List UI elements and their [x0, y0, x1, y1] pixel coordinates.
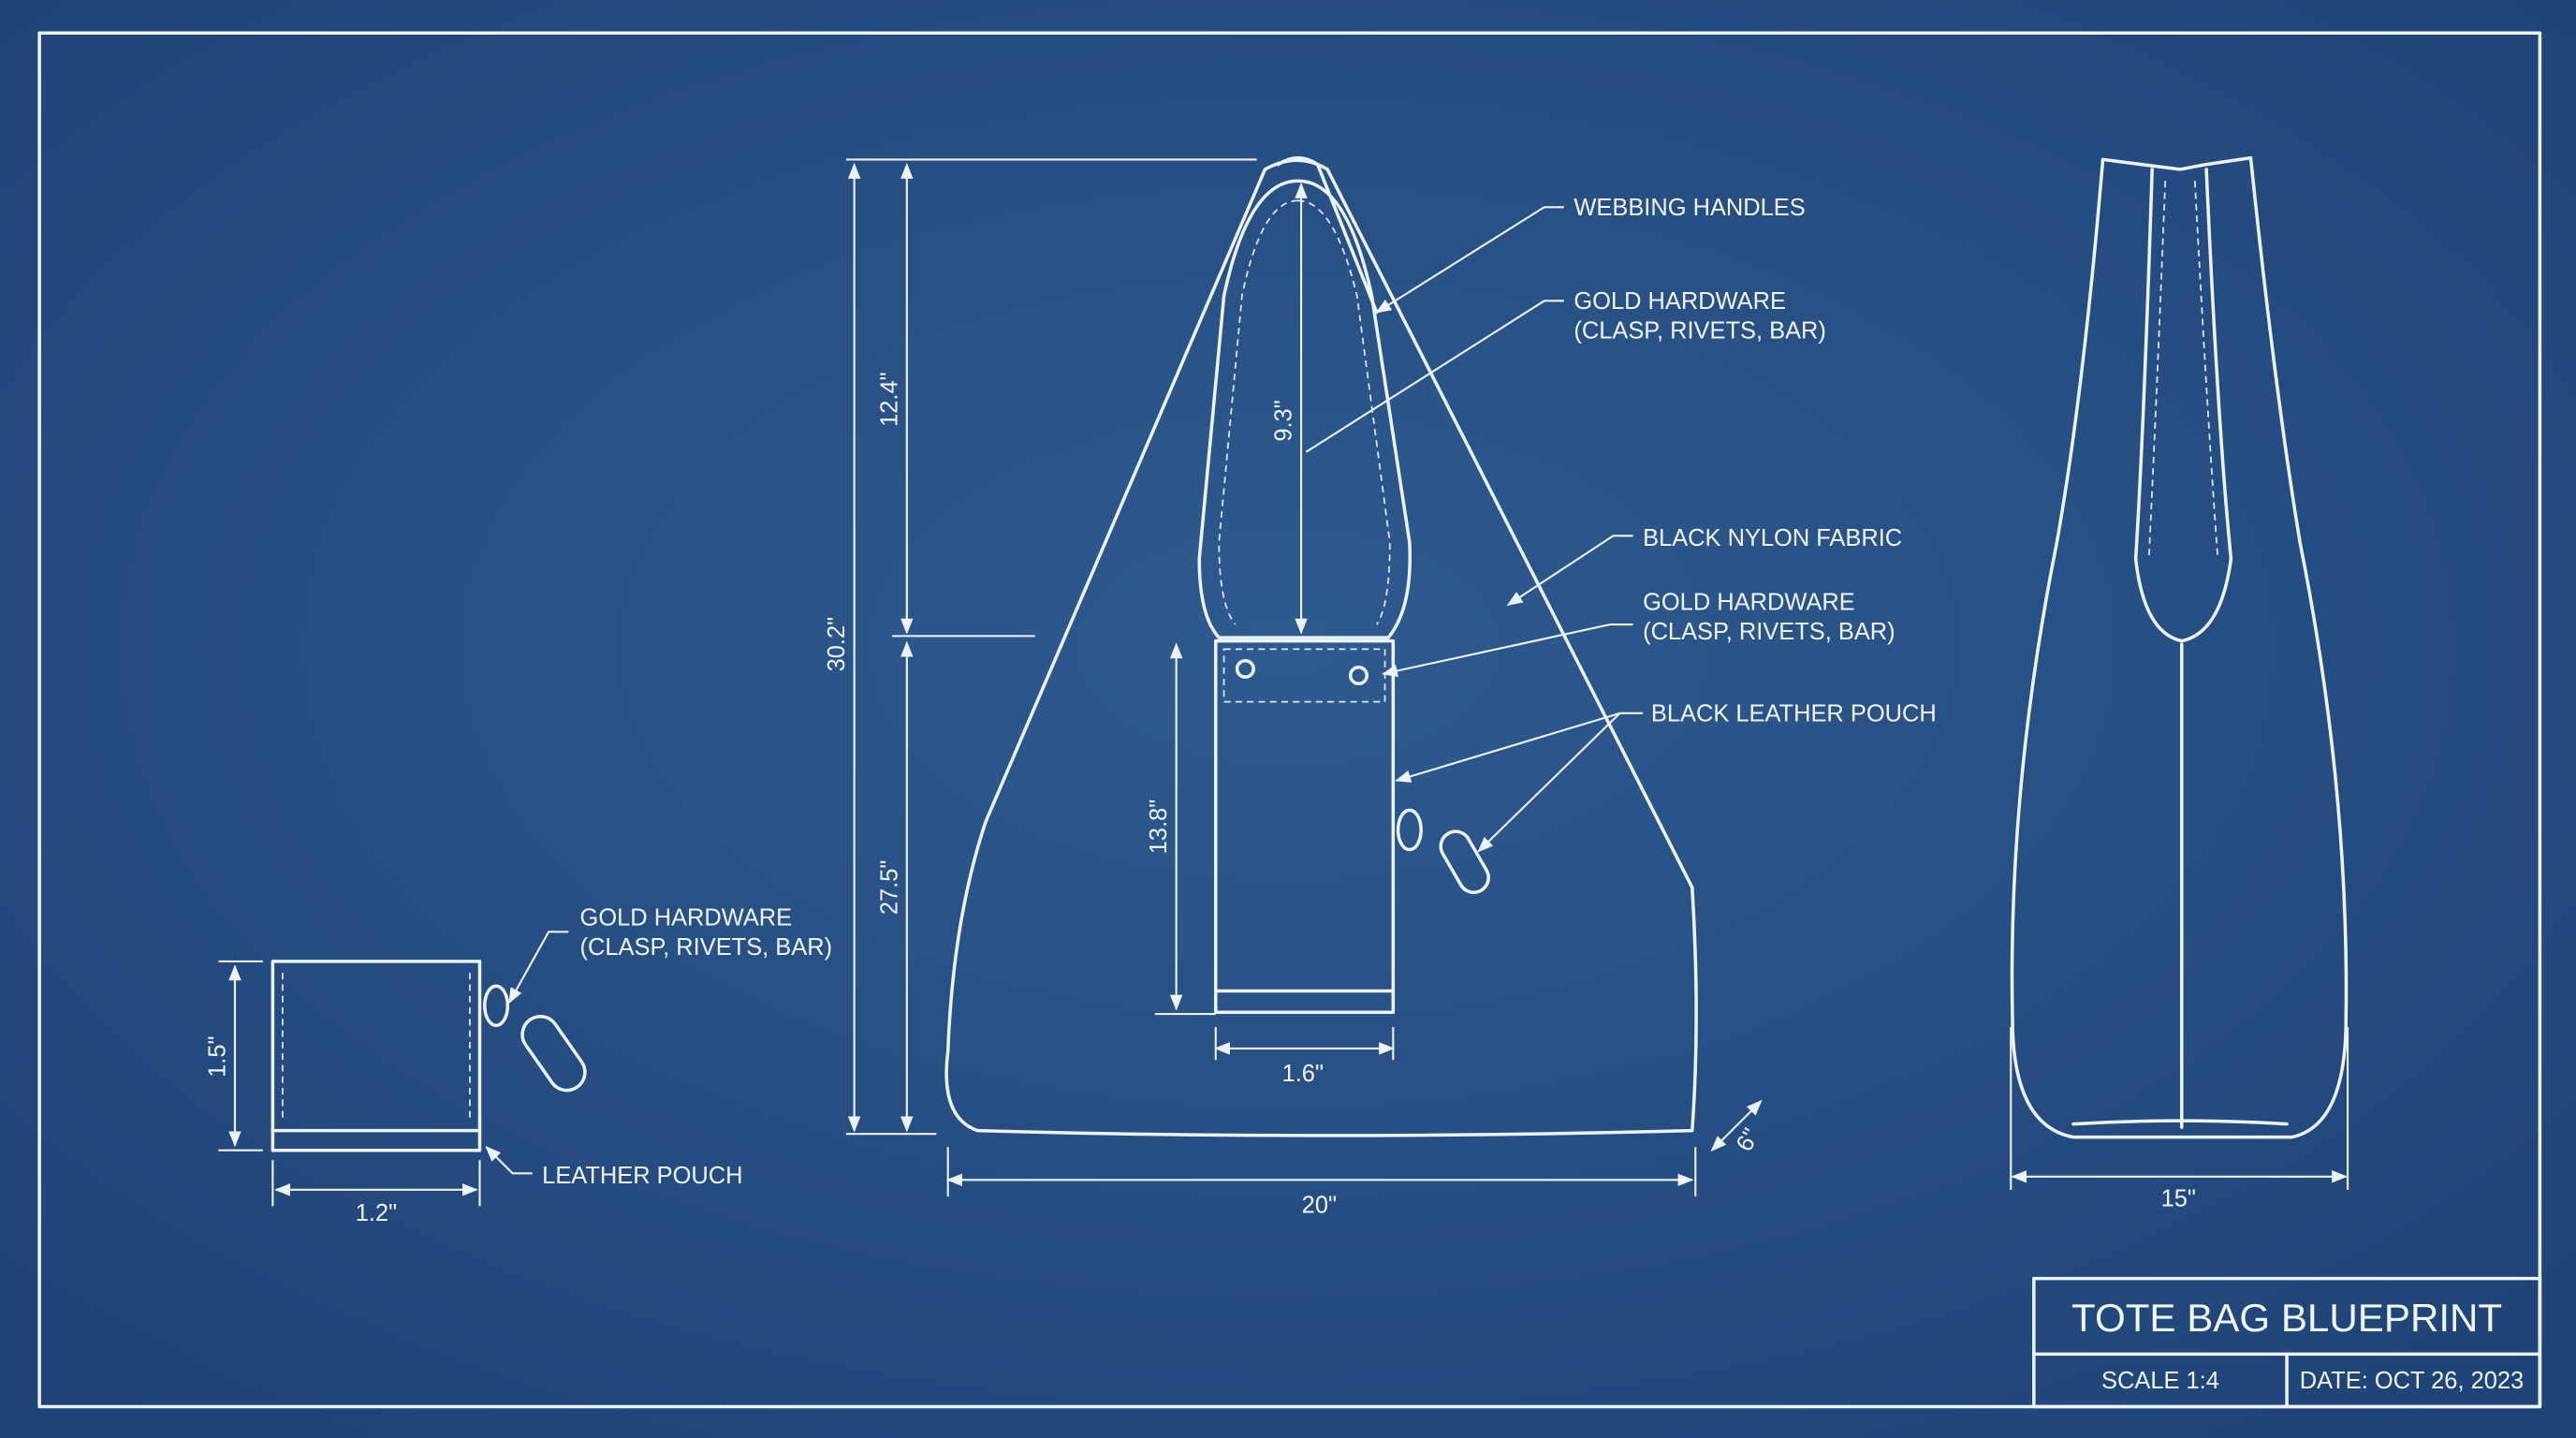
callout-black-leather-pouch: BLACK LEATHER POUCH: [1651, 701, 1937, 727]
title-block-scale: SCALE 1:4: [2101, 1368, 2219, 1394]
side-view: 15": [2010, 155, 2349, 1211]
callout-webbing-handles: WEBBING HANDLES: [1573, 195, 1805, 221]
title-block: TOTE BAG BLUEPRINT SCALE 1:4 DATE: OCT 2…: [2032, 1276, 2542, 1409]
small-pouch: [271, 960, 482, 1152]
clasp-oval-icon: [520, 1014, 587, 1093]
dim-total-height: 30.2": [824, 617, 850, 672]
dim-small-pouch-width: 1.2": [356, 1200, 397, 1226]
dim-pouch-width: 1.6": [1282, 1061, 1324, 1087]
side-inner-fold: [2133, 168, 2233, 643]
callout-gold-hardware-sub: (CLASP, RIVETS, BAR): [1573, 318, 1826, 345]
dim-small-pouch-height: 1.5": [204, 1035, 230, 1077]
dim-side-width: 15": [2161, 1185, 2196, 1211]
rivet-icon: [1235, 658, 1255, 679]
bag-body-outline: [944, 158, 1698, 1137]
dim-pouch-height: 13.8": [1146, 800, 1172, 855]
title-block-title: TOTE BAG BLUEPRINT: [2071, 1296, 2502, 1340]
dim-handle-drop: 9.3": [1271, 400, 1297, 441]
clasp-link-icon: [1396, 808, 1423, 852]
callouts: WEBBING HANDLES GOLD HARDWARE (CLASP, RI…: [1305, 195, 1937, 853]
callout-gold-hardware-sub: (CLASP, RIVETS, BAR): [580, 934, 833, 961]
front-dimensions: 12.4" 30.2" 27.5" 9.3" 13.8" 1.6" 20" 6": [824, 158, 1764, 1218]
dim-handle-height: 12.4": [876, 372, 902, 427]
dim-body-height: 27.5": [876, 860, 902, 916]
clasp-link-icon: [483, 984, 510, 1028]
callout-gold-hardware: GOLD HARDWARE: [1573, 288, 1786, 315]
dim-bag-width: 20": [1302, 1192, 1337, 1218]
side-outline: [2010, 155, 2349, 1139]
callout-gold-hardware-sub: (CLASP, RIVETS, BAR): [1643, 619, 1895, 645]
handle-stitching: [1218, 199, 1391, 625]
title-block-date: DATE: OCT 26, 2023: [2300, 1368, 2524, 1394]
clasp-oval-icon: [1439, 829, 1490, 894]
callout-gold-hardware: GOLD HARDWARE: [580, 904, 793, 931]
callout-black-nylon: BLACK NYLON FABRIC: [1643, 525, 1902, 551]
handle-top: [1276, 155, 1379, 315]
small-pouch-view: 1.5" 1.2" GOLD HARDWARE (CLASP, RIVETS, …: [204, 904, 832, 1226]
border-frame: [37, 31, 2542, 1409]
handle-loop: [1197, 179, 1412, 639]
callout-leather-pouch: LEATHER POUCH: [542, 1163, 742, 1189]
rivet-icon: [1348, 665, 1368, 686]
callout-gold-hardware: GOLD HARDWARE: [1643, 589, 1855, 615]
front-pouch: [1214, 638, 1396, 1015]
